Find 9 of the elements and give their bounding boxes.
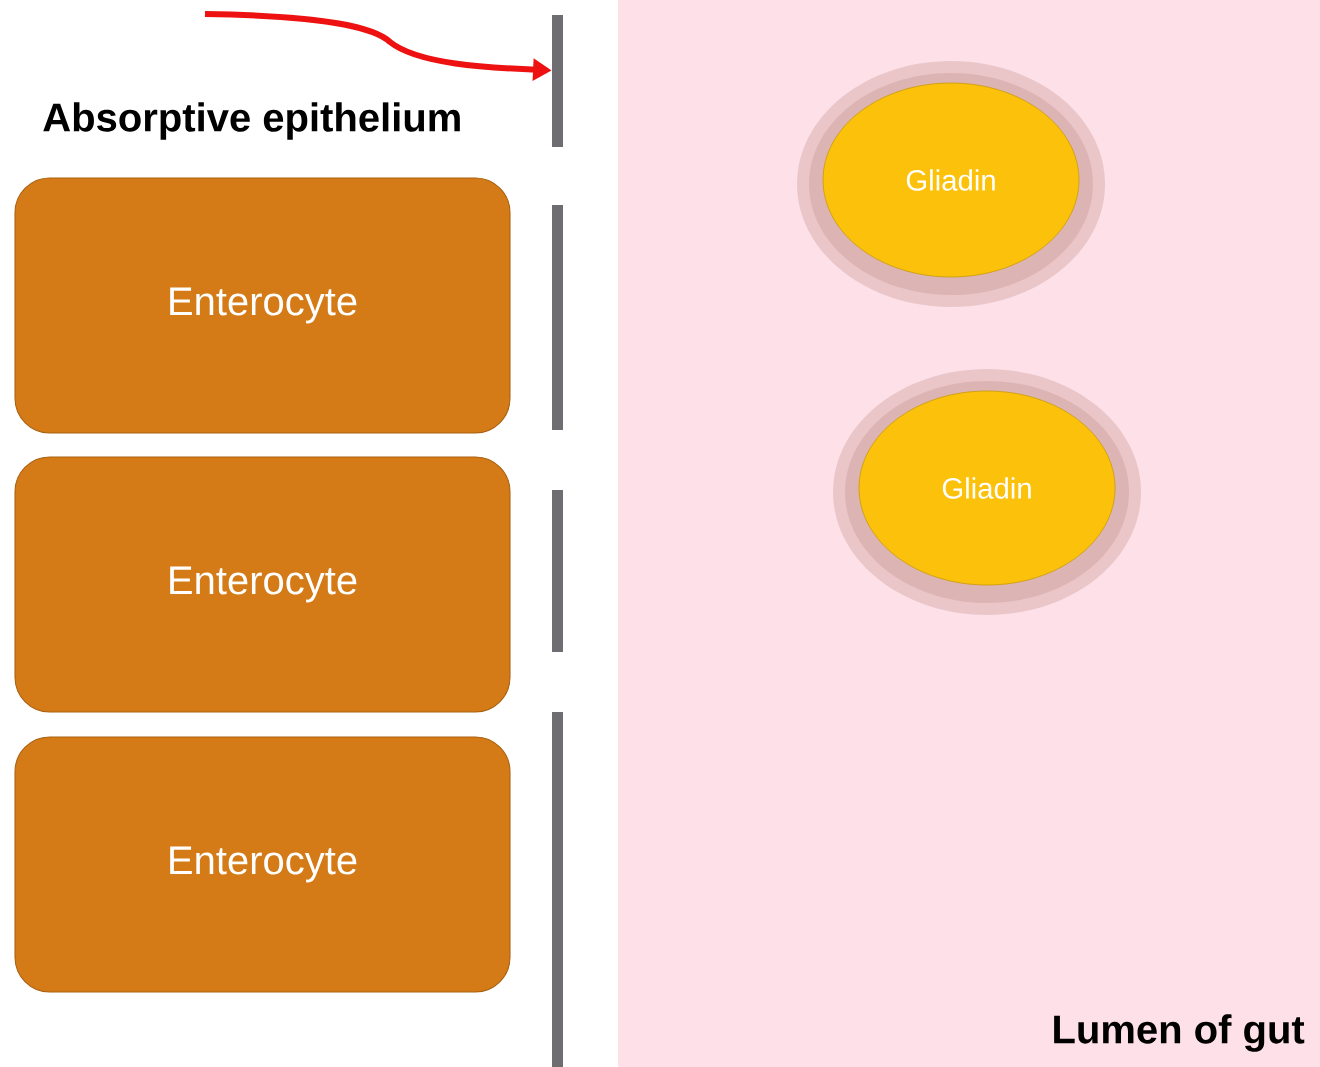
- membrane-bar: [552, 712, 563, 1067]
- enterocyte-box: Enterocyte: [14, 177, 511, 434]
- enterocyte-box: Enterocyte: [14, 736, 511, 993]
- region-label: Lumen of gut: [1054, 1014, 1305, 1052]
- heading-label: Absorptive epithelium: [43, 102, 460, 140]
- membrane-bar: [552, 205, 563, 430]
- enterocyte-box: Enterocyte: [14, 456, 511, 713]
- membrane-bar: [552, 15, 563, 147]
- membrane-bar: [552, 490, 563, 652]
